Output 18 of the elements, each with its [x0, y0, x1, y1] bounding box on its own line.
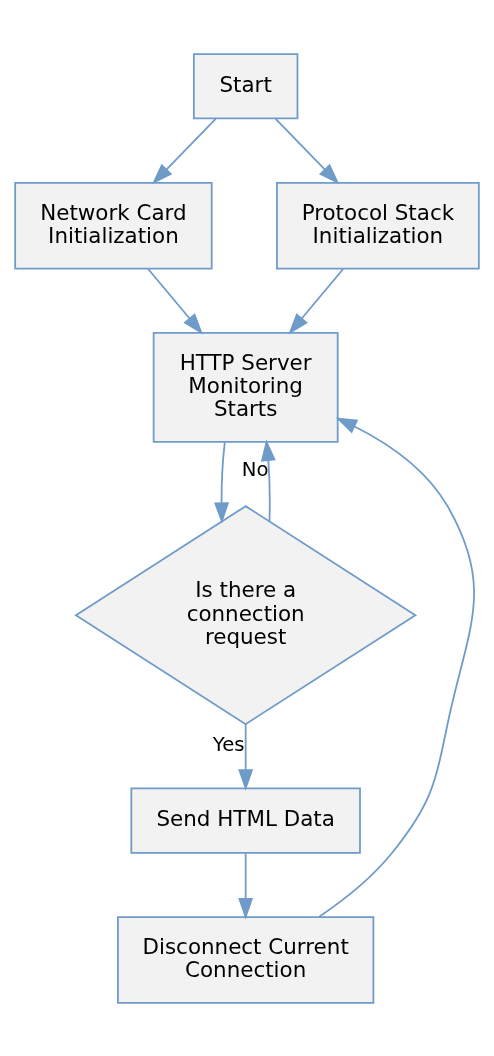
edge-label: No: [241, 457, 269, 481]
arrow: [238, 851, 254, 919]
node-box: Protocol Stack Initialization: [276, 181, 480, 269]
node-box: Disconnect Current Connection: [117, 915, 375, 1004]
arrow: [151, 117, 217, 184]
node-box: Start: [192, 52, 299, 119]
node-box: Network Card Initialization: [14, 181, 213, 269]
arrow: [238, 723, 254, 791]
arrow: [288, 267, 345, 334]
arrow: [274, 117, 340, 184]
edge-label: Yes: [212, 732, 245, 756]
node-box: HTTP Server Monitoring Starts: [152, 331, 339, 443]
node-box: Send HTML Data: [130, 787, 361, 854]
arrow: [214, 440, 230, 524]
arrow: [318, 416, 475, 918]
node-diamond: Is there a connection request: [74, 504, 418, 725]
arrow: [147, 267, 203, 334]
arrow: [260, 439, 276, 522]
